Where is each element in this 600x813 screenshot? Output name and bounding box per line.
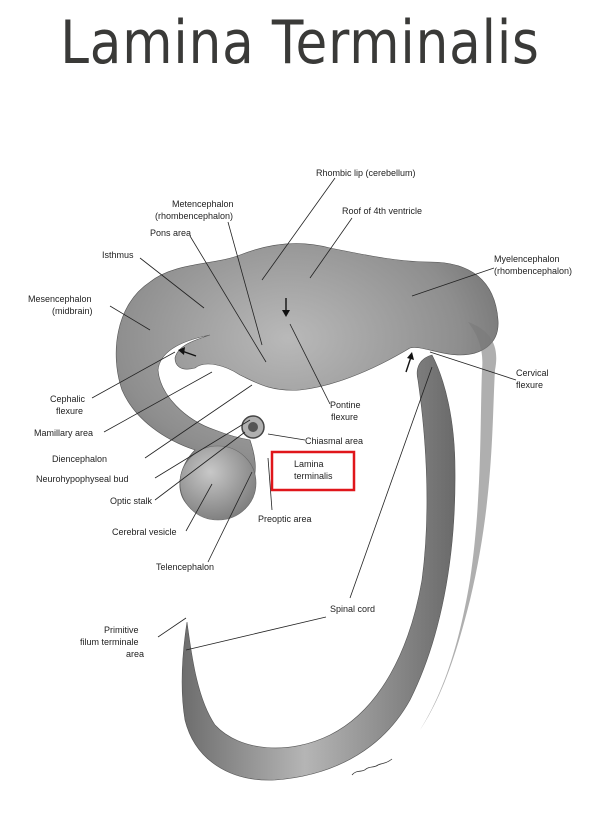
label-metencephalon: Metencephalon xyxy=(172,199,234,209)
label-rhombic-lip: Rhombic lip (cerebellum) xyxy=(316,168,416,178)
spinal-cord xyxy=(181,354,456,781)
label-metencephalon-sub: (rhombencephalon) xyxy=(155,211,233,221)
leader-line xyxy=(154,419,251,479)
leader-line xyxy=(157,617,187,638)
label-optic-stalk: Optic stalk xyxy=(110,496,153,506)
lamina-terminalis-highlight-box xyxy=(270,450,356,492)
label-diencephalon: Diencephalon xyxy=(52,454,107,464)
label-cervical: Cervical xyxy=(516,368,549,378)
label-cerebral-vesicle: Cerebral vesicle xyxy=(112,527,177,537)
label-mesencephalon: Mesencephalon xyxy=(28,294,92,304)
optic-stalk-center xyxy=(248,422,258,432)
leader-line xyxy=(289,323,331,405)
label-preoptic-area: Preoptic area xyxy=(258,514,312,524)
label-mesencephalon-sub: (midbrain) xyxy=(52,306,93,316)
leader-line xyxy=(349,366,433,599)
label-isthmus: Isthmus xyxy=(102,250,134,260)
label-telencephalon: Telencephalon xyxy=(156,562,214,572)
leader-line xyxy=(227,221,263,346)
spinal-cord-shade xyxy=(420,322,497,730)
label-myelencephalon-sub: (rhombencephalon) xyxy=(494,266,572,276)
leader-line xyxy=(207,471,253,563)
label-myelencephalon: Myelencephalon xyxy=(494,254,560,264)
flexure-arrow-icon xyxy=(178,347,197,357)
label-pons-area: Pons area xyxy=(150,228,191,238)
page-title: Lamina Terminalis xyxy=(60,8,540,78)
leader-line xyxy=(309,217,353,279)
label-lamina-sub: terminalis xyxy=(294,471,333,481)
leader-line xyxy=(91,351,176,399)
label-lamina: Lamina xyxy=(294,459,324,469)
leader-line xyxy=(411,267,495,297)
label-cephalic: Cephalic xyxy=(50,394,86,404)
label-chiasmal-area: Chiasmal area xyxy=(305,436,363,446)
label-cephalic-sub: flexure xyxy=(56,406,83,416)
label-filum-sub2: area xyxy=(126,649,144,659)
flexure-arrow-icon xyxy=(405,352,414,373)
leader-line xyxy=(189,235,267,363)
label-mamillary-area: Mamillary area xyxy=(34,428,93,438)
label-pontine-sub: flexure xyxy=(331,412,358,422)
leader-line xyxy=(139,257,205,309)
leader-line xyxy=(267,457,273,511)
label-filum: Primitive xyxy=(104,625,139,635)
leader-line xyxy=(429,351,517,381)
label-cervical-sub: flexure xyxy=(516,380,543,390)
label-spinal-cord: Spinal cord xyxy=(330,604,375,614)
cerebral-vesicle xyxy=(179,445,257,521)
label-roof-4th-ventricle: Roof of 4th ventricle xyxy=(342,206,422,216)
flexure-arrow-icon xyxy=(282,298,290,317)
leader-line xyxy=(267,433,306,441)
leader-line xyxy=(154,431,246,501)
artist-signature xyxy=(351,758,393,776)
leader-line xyxy=(261,177,336,281)
leader-line xyxy=(103,371,213,433)
label-neurohypophyseal-bud: Neurohypophyseal bud xyxy=(36,474,129,484)
leader-line xyxy=(144,384,253,459)
label-filum-sub: filum terminale xyxy=(80,637,139,647)
leader-line xyxy=(109,305,151,331)
leader-line xyxy=(185,483,213,532)
leader-line xyxy=(185,616,327,651)
label-pontine: Pontine xyxy=(330,400,361,410)
